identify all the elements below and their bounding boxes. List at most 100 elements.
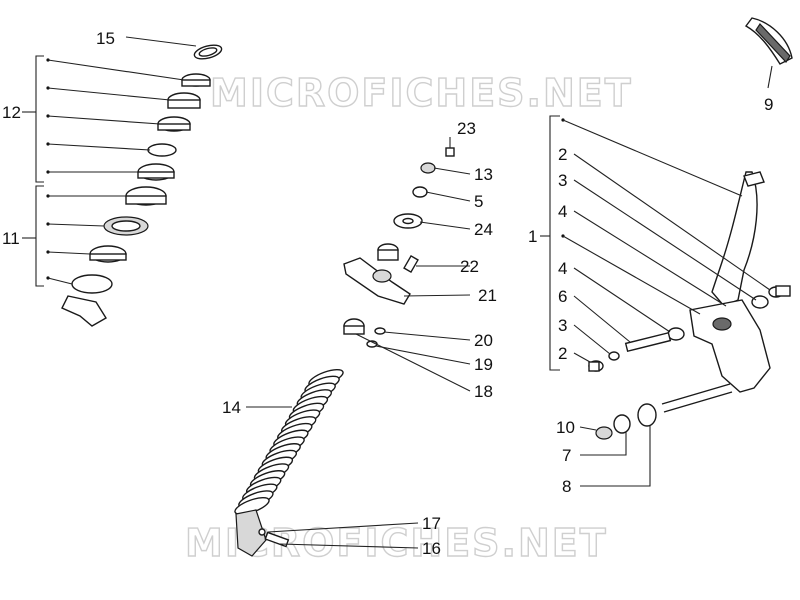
part-22-pin — [403, 254, 419, 274]
leader-3a — [573, 179, 757, 301]
part-15-ring-inner — [198, 47, 218, 57]
leader-lines — [125, 36, 773, 549]
part-20-clip — [374, 327, 386, 335]
part-11-lower-race — [71, 274, 113, 294]
part-8-seal — [637, 403, 657, 427]
callout-8: 8 — [562, 477, 571, 496]
leader-5 — [425, 191, 471, 202]
callout-18: 18 — [474, 382, 493, 401]
part-23 — [445, 147, 455, 157]
callout-3b: 3 — [558, 316, 567, 335]
part-9-clip-band — [755, 23, 791, 63]
swing-arm-assembly — [588, 17, 793, 440]
part-12-race-side — [137, 171, 175, 179]
callout-1: 1 — [528, 227, 537, 246]
part-13-nut — [420, 162, 436, 174]
leader-6 — [573, 295, 631, 343]
part-6-pin — [624, 331, 672, 353]
part-17-washer — [258, 528, 266, 536]
part-21-bush-side — [377, 249, 399, 261]
part-11-ball-cage-inner — [111, 220, 141, 232]
damper-hardware — [343, 147, 455, 348]
part-3-bush-upper-side — [775, 285, 791, 297]
callout-16: 16 — [422, 539, 441, 558]
part-12-cup-b-side — [167, 99, 201, 109]
callout-4b: 4 — [558, 259, 567, 278]
callout-9: 9 — [764, 95, 773, 114]
callout-labels: 15 12 11 23 13 5 24 22 21 20 19 18 14 17… — [2, 29, 773, 558]
callout-19: 19 — [474, 355, 493, 374]
callout-2b: 2 — [558, 344, 567, 363]
leader-8 — [580, 426, 651, 487]
leader-13 — [433, 167, 471, 175]
leader-1-upper — [562, 119, 743, 197]
callout-12: 12 — [2, 103, 21, 122]
leader-2a — [573, 153, 771, 291]
leader-3b — [573, 324, 611, 355]
callout-13: 13 — [474, 165, 493, 184]
callout-14: 14 — [222, 398, 241, 417]
callout-23: 23 — [457, 119, 476, 138]
callout-22: 22 — [460, 257, 479, 276]
part-12-ring — [147, 143, 177, 157]
callout-24: 24 — [474, 220, 493, 239]
leader-2b — [573, 352, 591, 363]
part-16-pin — [264, 531, 290, 548]
callout-7: 7 — [562, 446, 571, 465]
leader-16 — [279, 543, 419, 549]
part-2-bush-upper — [751, 295, 769, 309]
leader-20 — [383, 331, 471, 341]
part-5-washer — [412, 186, 428, 198]
callout-10: 10 — [556, 418, 575, 437]
part-12-cup-a-side — [181, 79, 211, 87]
group-brackets — [22, 55, 185, 287]
callout-6: 6 — [558, 287, 567, 306]
part-21-boss — [372, 269, 392, 283]
part-11-cup-side — [89, 253, 127, 261]
leader-15 — [125, 36, 197, 47]
part-11-fork-stub — [61, 295, 107, 327]
leader-17 — [267, 522, 419, 533]
leader-21 — [403, 294, 471, 297]
part-1-axle-b — [663, 391, 733, 413]
part-11-cone-side — [125, 195, 167, 205]
part-24-washer-hole — [402, 217, 414, 225]
callout-17: 17 — [422, 514, 441, 533]
part-3-bush-lower — [608, 351, 620, 361]
callout-2a: 2 — [558, 145, 567, 164]
spring-14 — [234, 368, 344, 516]
bracket-11 — [35, 185, 44, 287]
callout-5: 5 — [474, 192, 483, 211]
part-1-hub-bore — [712, 317, 732, 331]
callout-20: 20 — [474, 331, 493, 350]
part-7-washer — [613, 414, 631, 434]
bracket-leader-lines — [46, 58, 185, 285]
leader-18 — [355, 333, 471, 392]
part-12-cup-c-side — [157, 123, 191, 131]
leader-24 — [419, 221, 471, 230]
part-10-nut — [595, 426, 613, 440]
part-1-axle-a — [661, 383, 731, 405]
part-18-bush-side — [343, 325, 365, 335]
bracket-1 — [549, 115, 560, 371]
watermark-top: MICROFICHES.NET — [210, 71, 633, 115]
steering-bearing-set — [61, 44, 223, 327]
callout-4a: 4 — [558, 202, 567, 221]
leader-7 — [580, 432, 627, 456]
bracket-12 — [35, 55, 44, 183]
callout-3a: 3 — [558, 171, 567, 190]
part-1-hub — [689, 299, 771, 393]
leader-4b — [573, 267, 671, 333]
leader-4a — [573, 210, 727, 307]
leader-19 — [375, 345, 471, 365]
part-2-bush-lower-side — [588, 361, 600, 372]
callout-11: 11 — [2, 229, 20, 248]
callout-15: 15 — [96, 29, 115, 48]
leader-10 — [579, 426, 597, 431]
callout-21: 21 — [478, 286, 497, 305]
spring-lower-cup — [235, 509, 290, 557]
part-1-arm-tip — [743, 171, 765, 187]
leader-9 — [767, 65, 773, 89]
